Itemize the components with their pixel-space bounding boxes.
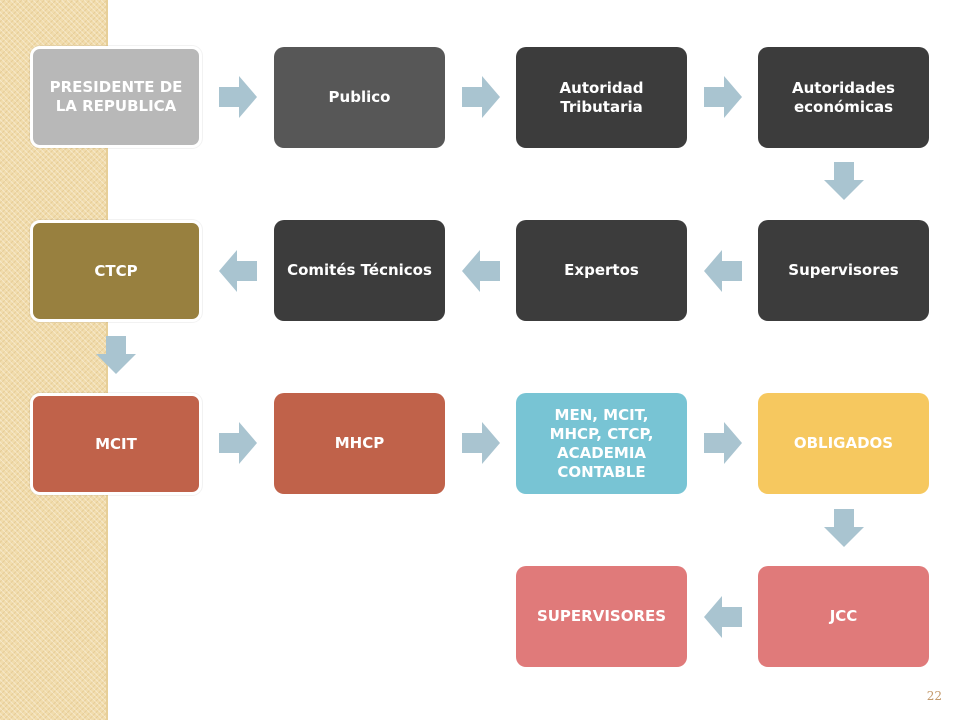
node-publico: Publico	[274, 47, 445, 148]
node-academia-label: MEN, MCIT, MHCP, CTCP, ACADEMIA CONTABLE	[549, 405, 654, 481]
node-comites-tecnicos: Comités Técnicos	[274, 220, 445, 321]
node-ctcp: CTCP	[30, 220, 202, 322]
arrow-left-icon	[462, 250, 500, 292]
arrow-right-icon	[462, 76, 500, 118]
node-autoridades-economicas-label: Autoridades económicas	[791, 78, 895, 116]
node-presidente-label: PRESIDENTE DE LA REPUBLICA	[49, 78, 183, 115]
arrow-right-icon	[462, 422, 500, 464]
arrow-right-icon	[219, 76, 257, 118]
node-autoridad-tributaria: Autoridad Tributaria	[516, 47, 687, 148]
node-publico-label: Publico	[328, 88, 391, 106]
node-supervisores-1: Supervisores	[758, 220, 929, 321]
node-supervisores-1-label: Supervisores	[788, 261, 899, 279]
node-presidente: PRESIDENTE DE LA REPUBLICA	[30, 46, 202, 148]
node-supervisores-2-label: SUPERVISORES	[536, 607, 667, 625]
arrow-right-icon	[219, 422, 257, 464]
node-autoridad-tributaria-label: Autoridad Tributaria	[559, 78, 644, 116]
node-comites-tecnicos-label: Comités Técnicos	[287, 261, 432, 279]
arrow-down-icon	[96, 336, 136, 374]
node-ctcp-label: CTCP	[94, 261, 138, 280]
arrow-right-icon	[704, 76, 742, 118]
arrow-right-icon	[704, 422, 742, 464]
node-mhcp: MHCP	[274, 393, 445, 494]
arrow-down-icon	[824, 162, 864, 200]
node-autoridades-economicas: Autoridades económicas	[758, 47, 929, 148]
page-number: 22	[926, 689, 942, 703]
node-obligados: OBLIGADOS	[758, 393, 929, 494]
arrow-left-icon	[704, 596, 742, 638]
node-mcit: MCIT	[30, 393, 202, 495]
node-obligados-label: OBLIGADOS	[793, 434, 894, 452]
node-expertos: Expertos	[516, 220, 687, 321]
node-mcit-label: MCIT	[95, 434, 137, 453]
node-mhcp-label: MHCP	[334, 434, 385, 452]
node-expertos-label: Expertos	[564, 261, 639, 279]
node-jcc: JCC	[758, 566, 929, 667]
arrow-down-icon	[824, 509, 864, 547]
arrow-left-icon	[704, 250, 742, 292]
node-jcc-label: JCC	[829, 607, 858, 625]
arrow-left-icon	[219, 250, 257, 292]
node-supervisores-2: SUPERVISORES	[516, 566, 687, 667]
node-academia: MEN, MCIT, MHCP, CTCP, ACADEMIA CONTABLE	[516, 393, 687, 494]
